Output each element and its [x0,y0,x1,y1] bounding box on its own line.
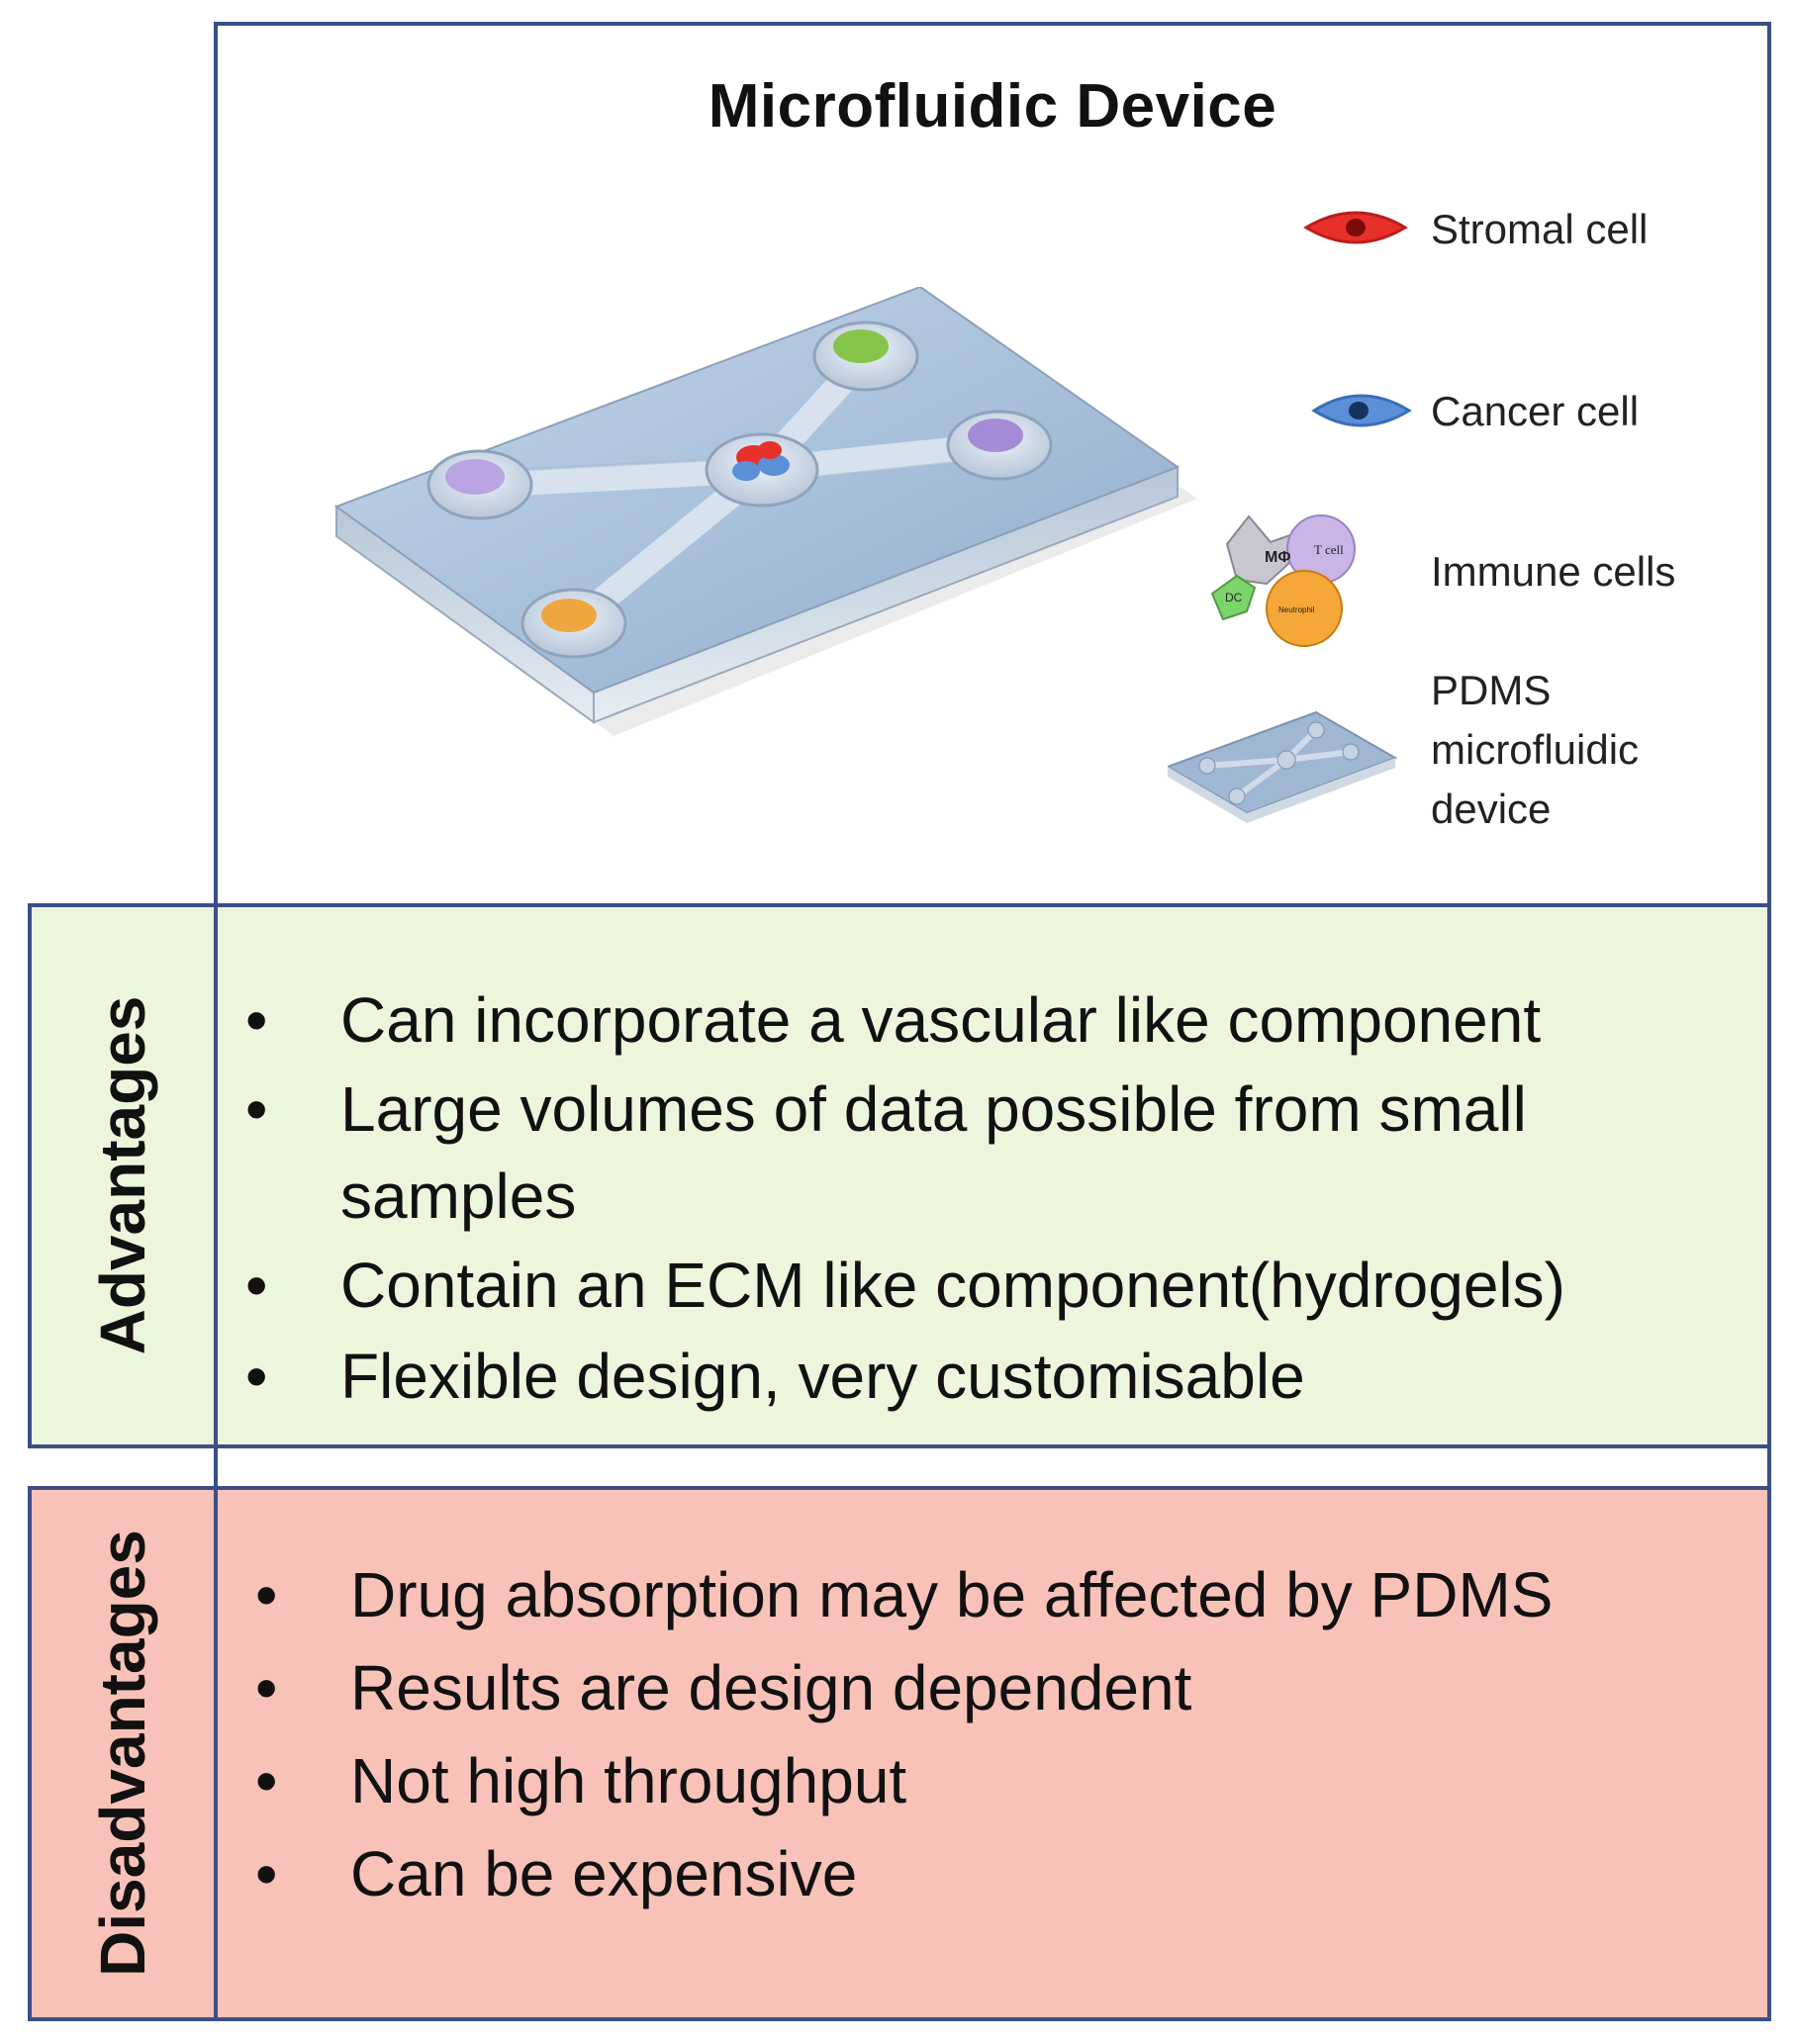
pdms-device-icon [1168,710,1398,823]
immune-cells-icon: MΦ T cell DC Neutrophil [1210,514,1356,647]
immune-label-dc: DC [1225,591,1243,604]
advantage-item: Can incorporate a vascular like componen… [226,975,1749,1066]
well-bottom [520,588,627,659]
stromal-cell-icon [1303,211,1408,244]
spacer-panel [214,1444,1771,1490]
legend-pdms-line-1: PDMS [1431,667,1552,713]
advantages-list: Can incorporate a vascular like componen… [226,975,1749,1422]
immune-label-neutrophil: Neutrophil [1278,605,1315,614]
legend-stromal-label: Stromal cell [1431,206,1649,252]
disadvantages-heading: Disadvantages [87,1530,158,1977]
well-center [705,432,819,508]
advantage-item: Contain an ECM like component(hydrogels) [226,1240,1749,1331]
disadvantages-list: Drug absorption may be affected by PDMS … [236,1548,1740,1920]
immune-label-macrophage: MΦ [1265,549,1290,566]
microfluidic-device-illustration [333,287,1197,736]
diagram-title: Microfluidic Device [708,72,1277,140]
legend-icons: MΦ T cell DC Neutrophil [1168,211,1412,823]
legend-pdms-label: PDMS microfluidic device [1431,661,1639,839]
disadvantage-item: Can be expensive [236,1827,1740,1920]
immune-label-tcell: T cell [1314,542,1344,557]
advantages-heading: Advantages [87,995,158,1355]
disadvantage-item: Drug absorption may be affected by PDMS [236,1548,1740,1641]
legend-pdms-line-2: microfluidic [1431,726,1640,773]
advantage-item: Flexible design, very customisable [226,1331,1749,1422]
legend-pdms-line-3: device [1431,786,1552,832]
well-top [812,321,919,392]
legend-immune-label: Immune cells [1431,548,1676,595]
legend-cancer-label: Cancer cell [1431,388,1640,434]
well-left [426,449,533,520]
advantages-side-panel [28,903,218,1448]
cancer-cell-icon [1311,394,1412,427]
disadvantage-item: Not high throughput [236,1734,1740,1827]
well-right [946,410,1053,481]
disadvantage-item: Results are design dependent [236,1641,1740,1734]
advantage-item: Large volumes of data possible from smal… [226,1066,1749,1240]
